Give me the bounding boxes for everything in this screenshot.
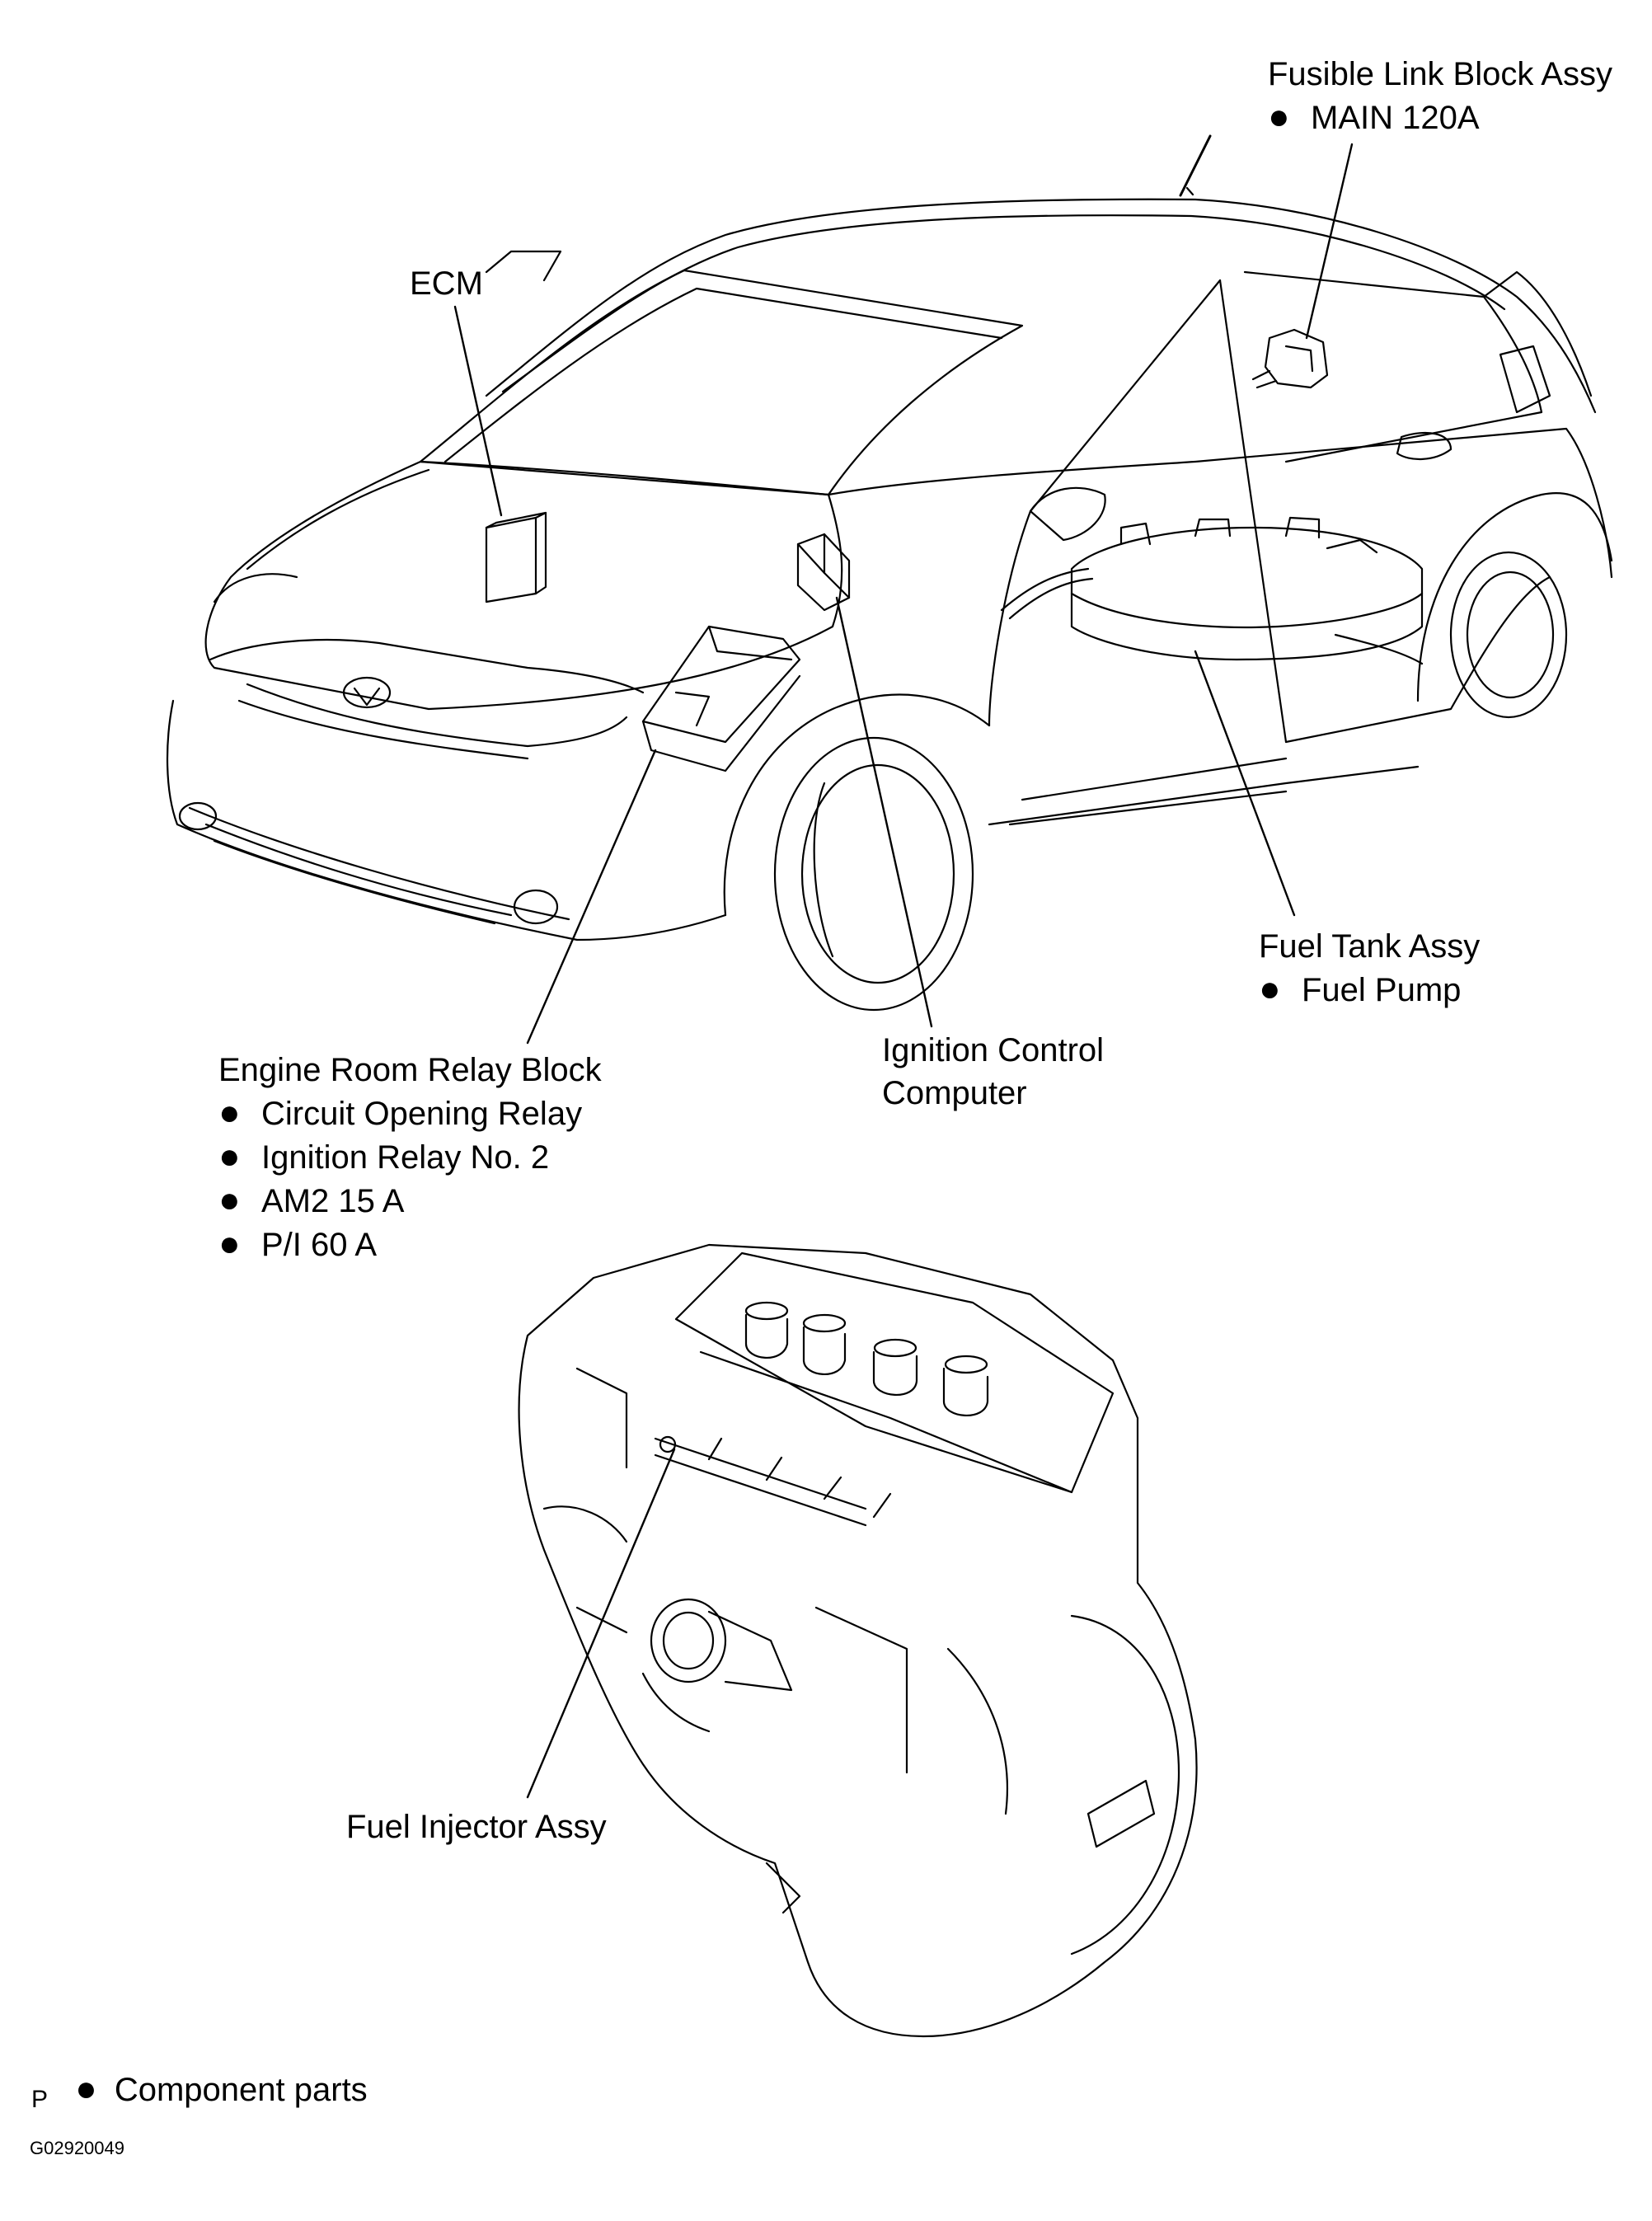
leader-ignition-computer (835, 596, 933, 1028)
ignition-coil-1 (744, 1313, 789, 1359)
fuel-injectors (707, 1437, 892, 1519)
relay-block-item-am2: AM2 15 A (218, 1179, 602, 1223)
ignition-control-line-2: Computer (882, 1075, 1027, 1111)
leader-relay-block (526, 749, 657, 1045)
fusible-link-block-title: Fusible Link Block Assy (1268, 56, 1612, 92)
legend-marker: P (31, 2086, 49, 2113)
engine-outline (518, 1243, 1198, 2038)
engine-illustration (518, 1243, 1198, 2038)
fog-lamp-right (513, 889, 559, 925)
throttle-body (641, 1598, 793, 1733)
windshield (419, 269, 1024, 496)
car-roof (485, 198, 1597, 414)
front-door (988, 279, 1222, 727)
ignition-coil-3 (872, 1350, 918, 1396)
rear-wheel (1449, 551, 1568, 719)
fuel-injector-title: Fuel Injector Assy (346, 1809, 607, 1845)
antenna (1179, 134, 1212, 197)
leader-lines (453, 143, 1354, 1799)
rear-window (1243, 270, 1543, 463)
engine-room-relay-block-label: Engine Room Relay Block Circuit Opening … (218, 1049, 602, 1266)
front-grille (246, 683, 628, 748)
ignition-coil-2 (802, 1326, 847, 1375)
fusible-link-block-module (1251, 328, 1329, 389)
fusible-link-block-label: Fusible Link Block Assy MAIN 120A (1268, 53, 1612, 139)
vehicle-illustration (166, 134, 1613, 1012)
fusible-link-item-main: MAIN 120A (1268, 96, 1612, 139)
engine-room-relay-block-module (641, 625, 801, 772)
ignition-coil-4 (942, 1367, 989, 1416)
b-pillar (1218, 279, 1288, 744)
relay-block-title: Engine Room Relay Block (218, 1052, 602, 1088)
car-hood (204, 460, 843, 711)
legend-text: Component parts (114, 2072, 368, 2108)
headlight (209, 638, 645, 694)
fuel-injector-label: Fuel Injector Assy (346, 1805, 607, 1848)
car-side (827, 427, 1613, 579)
relay-block-item-pi: P/I 60 A (218, 1223, 602, 1266)
leader-ecm (453, 305, 503, 517)
valve-cover (674, 1251, 1115, 1494)
side-mirror (1029, 486, 1106, 542)
emblem (342, 676, 392, 709)
ignition-control-computer-module (796, 533, 851, 612)
fog-lamp-left (178, 801, 218, 831)
front-wheel (773, 736, 974, 1012)
ignition-control-line-1: Ignition Control (882, 1032, 1105, 1068)
legend: P ● Component parts (31, 2068, 368, 2121)
rear-fender (1416, 492, 1613, 702)
ecm-module (485, 511, 547, 603)
relay-block-item-ignition-relay-2: Ignition Relay No. 2 (218, 1135, 602, 1179)
ecm-label: ECM (410, 262, 483, 305)
fuel-tank-item-fuel-pump: Fuel Pump (1259, 968, 1480, 1012)
leader-fusible-link (1305, 143, 1354, 340)
leader-fuel-tank (1194, 650, 1296, 917)
ignition-control-computer-label: Ignition Control Computer (882, 1029, 1104, 1115)
filled-circle-bullet-icon: ● (75, 2068, 97, 2109)
figure-id: G02920049 (30, 2138, 124, 2158)
ecm-title: ECM (410, 265, 483, 302)
transaxle-housing (1070, 1614, 1180, 1956)
fuel-rail (654, 1437, 867, 1510)
fuel-tank (1000, 516, 1424, 665)
rear-light (1499, 345, 1551, 414)
front-bumper (166, 699, 727, 941)
fuel-tank-label: Fuel Tank Assy Fuel Pump (1259, 925, 1480, 1012)
leader-fuel-injector (526, 1448, 676, 1799)
front-fender (723, 693, 991, 917)
fuel-tank-title: Fuel Tank Assy (1259, 928, 1481, 965)
relay-block-item-circuit-opening-relay: Circuit Opening Relay (218, 1092, 602, 1135)
